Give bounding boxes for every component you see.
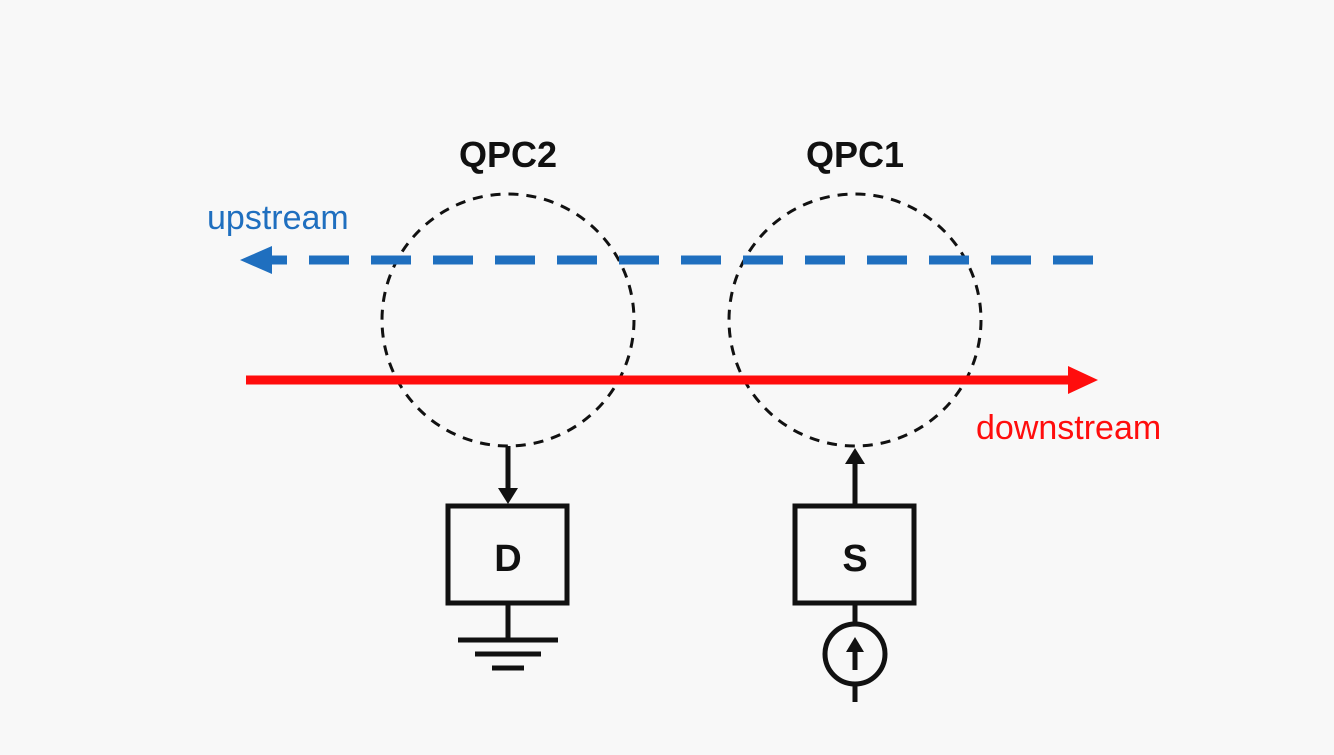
qpc2-circle <box>380 192 636 448</box>
detector-label: D <box>494 538 521 580</box>
upstream-label: upstream <box>207 199 349 237</box>
downstream-label: downstream <box>976 409 1161 447</box>
upstream-arrowhead <box>240 246 272 274</box>
qpc1-circle <box>727 192 983 448</box>
detector-arrowhead <box>498 488 518 504</box>
source-label: S <box>842 538 867 580</box>
qpc2-label: QPC2 <box>459 134 557 175</box>
current-source-icon <box>822 603 888 702</box>
ground-icon <box>458 603 558 671</box>
source-arrowhead <box>845 448 865 464</box>
downstream-arrowhead <box>1068 366 1098 394</box>
qpc1-label: QPC1 <box>806 134 904 175</box>
